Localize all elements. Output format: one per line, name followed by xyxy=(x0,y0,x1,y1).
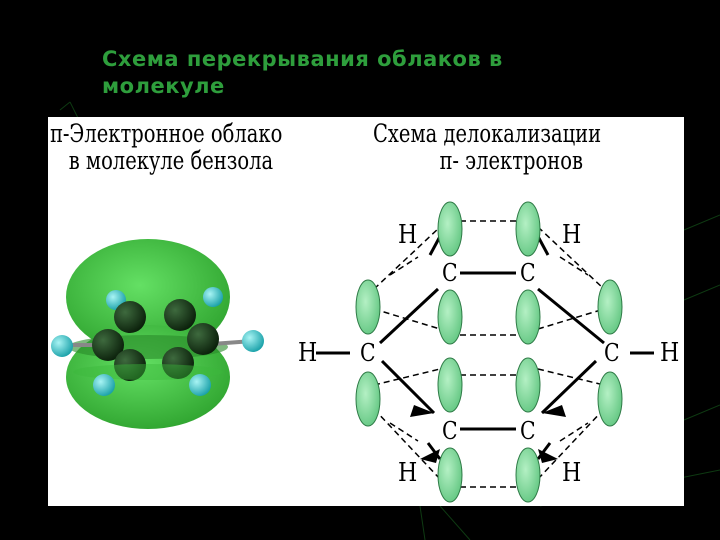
c-label-bottom-left: C xyxy=(442,417,458,445)
p-orbital-lobe xyxy=(515,289,541,345)
right-caption: Схема делокализации π- электронов xyxy=(373,120,601,174)
c-label-top-right: C xyxy=(520,259,536,287)
slide-title: Схема перекрывания облаков в молекуле xyxy=(102,46,642,100)
hydrogen-atom xyxy=(93,374,115,396)
slide-title-line-2: молекуле xyxy=(102,74,225,98)
c-label-left: C xyxy=(360,339,376,367)
right-caption-line-1: Схема делокализации xyxy=(373,119,602,148)
wedge-bond xyxy=(410,405,434,417)
h-label-bottom-right: H xyxy=(562,458,582,488)
left-caption: π-Электронное облако в молекуле бензола xyxy=(50,120,282,174)
p-orbital-lobe xyxy=(355,371,381,427)
h-label-bottom-left: H xyxy=(398,458,418,488)
hydrogen-atom xyxy=(189,374,211,396)
bond-line xyxy=(536,442,552,460)
wedge-bond xyxy=(538,449,558,463)
slide-title-line-1: Схема перекрывания облаков в xyxy=(102,47,503,71)
carbon-atom xyxy=(164,299,196,331)
p-orbital-lobe xyxy=(597,279,623,335)
carbon-atom xyxy=(187,323,219,355)
hydrogen-atom xyxy=(51,335,73,357)
c-label-bottom-right: C xyxy=(520,417,536,445)
bond-line xyxy=(380,359,436,415)
p-orbital-lobe xyxy=(437,289,463,345)
h-label-right: H xyxy=(660,338,680,368)
bond-line xyxy=(378,287,440,345)
right-caption-line-2: π- электронов xyxy=(439,146,583,175)
carbon-atom xyxy=(92,329,124,361)
carbon-atom xyxy=(114,349,146,381)
carbon-atom xyxy=(162,347,194,379)
bond-line xyxy=(426,442,442,460)
diagram-graphics xyxy=(51,201,654,503)
hydrogen-atom xyxy=(203,287,223,307)
p-orbital-lobe xyxy=(515,357,541,413)
p-orbital-lobe xyxy=(597,371,623,427)
p-orbital-lobe xyxy=(437,357,463,413)
h-label-top-right: H xyxy=(562,220,582,250)
p-orbital-lobe xyxy=(515,201,541,257)
bond-line xyxy=(537,287,605,345)
diagram-panel: π-Электронное облако в молекуле бензола … xyxy=(48,117,684,506)
wedge-bond xyxy=(420,449,440,463)
hydrogen-atom xyxy=(242,330,264,352)
p-orbital-lobe xyxy=(355,279,381,335)
c-label-top-left: C xyxy=(442,259,458,287)
p-orbital-lobe xyxy=(515,447,541,503)
c-label-right: C xyxy=(604,339,620,367)
bond-line xyxy=(540,359,598,415)
p-orbital-lobe xyxy=(437,447,463,503)
h-label-top-left: H xyxy=(398,220,418,250)
delocalization-scheme xyxy=(316,201,654,503)
h-label-left: H xyxy=(298,338,318,368)
p-orbital-lobe xyxy=(437,201,463,257)
wedge-bond xyxy=(542,405,566,417)
benzene-cloud-model xyxy=(51,239,264,429)
left-caption-line-1: π-Электронное облако xyxy=(50,119,283,148)
carbon-atom xyxy=(114,301,146,333)
left-caption-line-2: в молекуле бензола xyxy=(68,146,274,175)
